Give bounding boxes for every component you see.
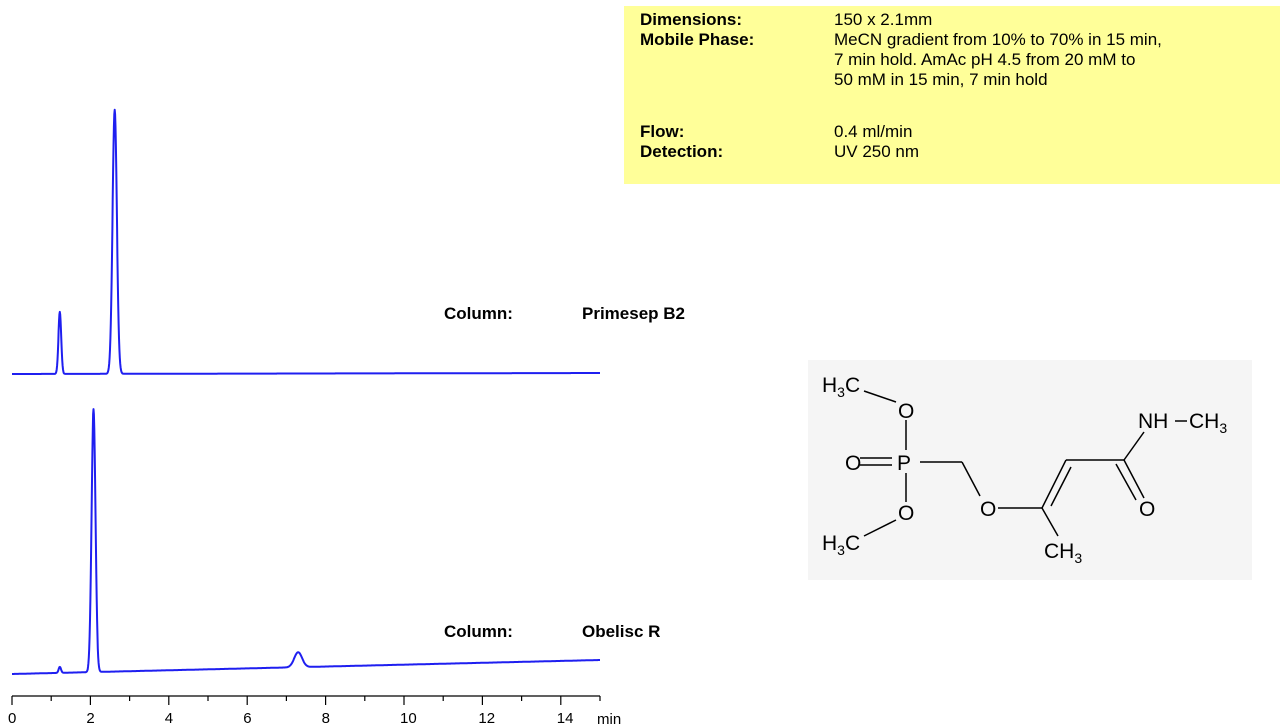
atom-oxygen: O: [980, 498, 996, 521]
x-tick-label: 14: [557, 710, 574, 726]
bond: [863, 519, 897, 537]
bond: [1041, 507, 1059, 537]
chromatogram-chart: 0 2 4 6 8 10 12 14 min: [8, 108, 621, 726]
condition-value-line: 50 mM in 15 min, 7 min hold: [834, 70, 1048, 89]
bond: [863, 390, 897, 403]
condition-label: Flow:: [640, 122, 685, 141]
condition-value: 150 x 2.1mm: [834, 10, 1280, 30]
atom-h3c-top: H3C: [822, 374, 860, 400]
chemical-structure: H3C O O P O H3C O NH CH3 O CH3: [808, 360, 1252, 580]
column-name-obelisc: Obelisc R: [582, 622, 661, 641]
conditions-panel: Dimensions: 150 x 2.1mm Mobile Phase: Me…: [624, 6, 1280, 184]
x-tick-label: 0: [8, 710, 16, 726]
structure-drawing: H3C O O P O H3C O NH CH3 O CH3: [822, 374, 1227, 566]
x-tick-label: 4: [165, 710, 173, 726]
condition-value-line: 150 x 2.1mm: [834, 10, 933, 29]
condition-value-line: UV 250 nm: [834, 142, 920, 161]
x-tick-label: 12: [478, 710, 495, 726]
condition-value-line: MeCN gradient from 10% to 70% in 15 min,: [834, 30, 1162, 49]
column-name-primesep: Primesep B2: [582, 304, 685, 323]
x-tick-label: 6: [243, 710, 251, 726]
column-label-obelisc: Column:: [444, 622, 513, 642]
atom-h3c-bottom: H3C: [822, 532, 860, 558]
x-tick-label: 2: [86, 710, 94, 726]
bond: [1123, 431, 1145, 461]
series-line: [11, 408, 601, 675]
column-label-primesep: Column:: [444, 304, 513, 324]
x-tick-label: 8: [322, 710, 330, 726]
condition-value: 0.4 ml/min: [834, 122, 1280, 142]
x-axis-unit: min: [597, 711, 621, 726]
column-label-text: Column:: [444, 304, 513, 323]
condition-value: MeCN gradient from 10% to 70% in 15 min,…: [834, 30, 1280, 90]
condition-label: Detection:: [640, 142, 724, 161]
double-bond: [1050, 466, 1072, 507]
atom-nh: NH: [1138, 410, 1168, 433]
condition-label: Dimensions:: [640, 10, 743, 29]
atom-oxygen: O: [898, 502, 914, 525]
atom-ch3-amide: CH3: [1189, 410, 1227, 436]
double-bond: [1041, 459, 1067, 509]
condition-value: UV 250 nm: [834, 142, 1280, 162]
double-bond: [1123, 459, 1145, 499]
atom-oxygen: O: [898, 400, 914, 423]
condition-value-line: 0.4 ml/min: [834, 122, 913, 141]
condition-label: Mobile Phase:: [640, 30, 755, 49]
atom-oxygen: O: [845, 452, 861, 475]
column-label-text: Column:: [444, 622, 513, 641]
atom-oxygen: O: [1139, 498, 1155, 521]
x-tick-label: 10: [400, 710, 417, 726]
atom-phosphorus: P: [897, 452, 911, 475]
condition-value-line: 7 min hold. AmAc pH 4.5 from 20 mM to: [834, 50, 1136, 69]
bond: [961, 461, 981, 497]
series-line: [11, 108, 601, 375]
atom-ch3-bottom: CH3: [1044, 540, 1082, 566]
double-bond: [1115, 463, 1137, 501]
